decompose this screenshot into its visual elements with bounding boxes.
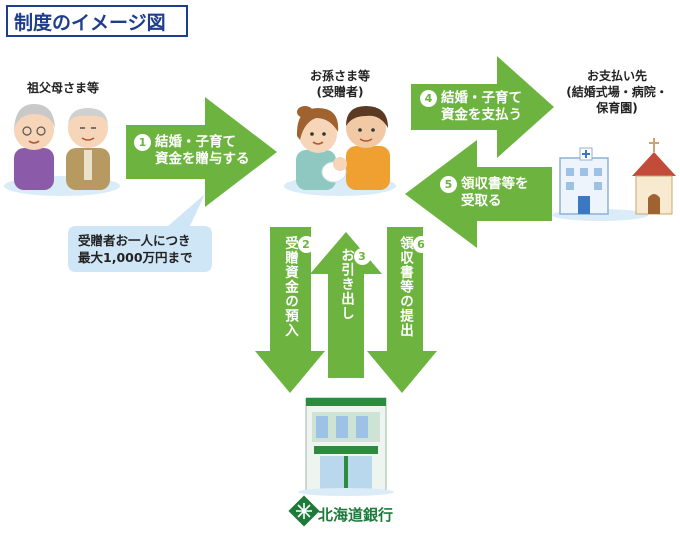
step-2-label: 受贈資金の預入	[282, 236, 298, 338]
step-1-line2: 資金を贈与する	[155, 151, 250, 167]
step-5-line2: 受取る	[461, 193, 502, 209]
recipient-label: お孫さま等 (受贈者)	[292, 68, 388, 100]
arrow-step-1	[126, 97, 277, 207]
step-5-line1: 領収書等を	[461, 176, 529, 192]
note-bubble	[68, 194, 212, 272]
step-3-label: お引き出し	[338, 248, 354, 321]
arrow-step-2	[255, 227, 325, 393]
bank-building-illustration	[298, 397, 394, 496]
payee-label-line1: お支払い先	[586, 69, 647, 83]
step-2-number: 2	[298, 236, 315, 253]
step-4-line2: 資金を支払う	[441, 107, 522, 123]
arrow-step-5	[405, 140, 552, 248]
arrow-step-4	[411, 56, 554, 158]
arrow-step-6	[367, 227, 437, 393]
step-4-line1: 結婚・子育て	[441, 90, 522, 106]
note-line2: 最大1,000万円まで	[78, 250, 193, 265]
payee-label: お支払い先 (結婚式場・病院・ 保育園)	[556, 68, 678, 116]
payee-label-line2: (結婚式場・病院・	[566, 85, 668, 99]
page-title: 制度のイメージ図	[6, 5, 188, 37]
step-4-number: 4	[420, 90, 437, 107]
step-6-label: 領収書等の提出	[397, 236, 413, 338]
recipient-label-line1: お孫さま等	[309, 69, 370, 83]
recipient-family-illustration	[284, 106, 396, 196]
bank-logo-icon	[288, 495, 320, 527]
note-line1: 受贈者お一人につき	[78, 233, 191, 248]
grandparents-label: 祖父母さま等	[26, 81, 99, 95]
arrow-step-3	[310, 232, 382, 378]
step-5-number: 5	[440, 176, 457, 193]
grandparents-illustration	[4, 104, 120, 196]
recipient-label-line2: (受贈者)	[316, 85, 364, 99]
payee-label-line3: 保育園)	[596, 101, 638, 115]
step-1-line1: 結婚・子育て	[155, 134, 236, 150]
note-text: 受贈者お一人につき 最大1,000万円まで	[78, 232, 193, 266]
hospital-illustration	[552, 147, 648, 221]
step-1-number: 1	[134, 134, 151, 151]
step-6-number: 6	[413, 236, 430, 253]
bank-name: 北海道銀行	[318, 506, 394, 524]
wedding-chapel-illustration	[632, 138, 676, 215]
step-3-number: 3	[354, 248, 371, 265]
